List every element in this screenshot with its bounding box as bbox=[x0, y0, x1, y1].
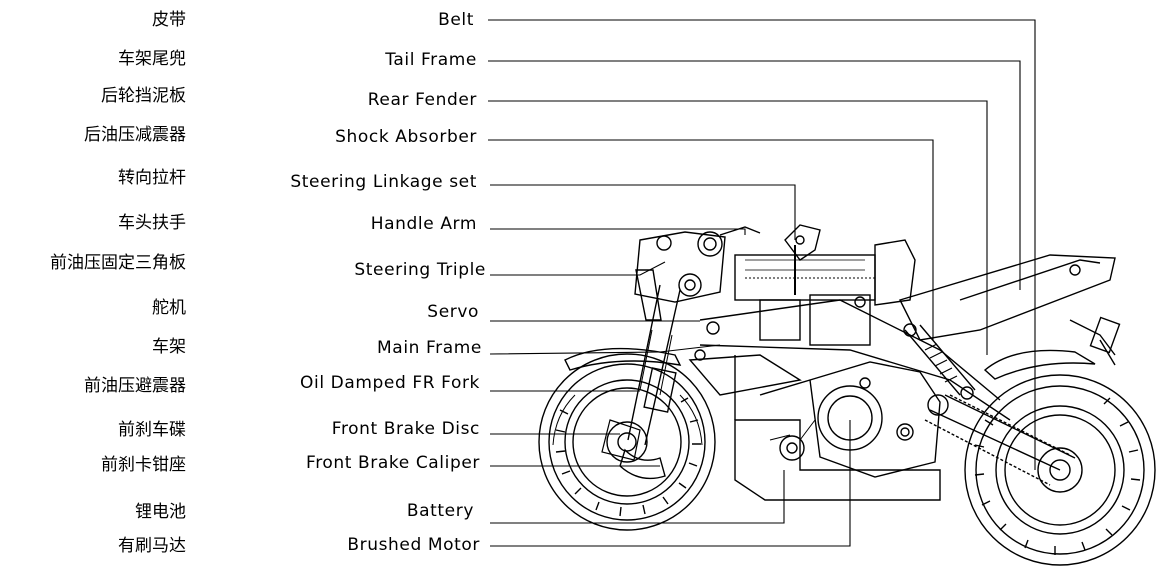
rear-fender bbox=[983, 349, 1096, 380]
leader-line-steering-linkage bbox=[490, 184, 796, 240]
main-frame bbox=[688, 296, 1011, 421]
cn-label-steering-triple: 前油压固定三角板 bbox=[50, 253, 186, 273]
steering-triple bbox=[634, 226, 761, 321]
en-label-main-frame: Main Frame bbox=[377, 338, 482, 358]
en-label-steering-triple: Steering Triple bbox=[354, 260, 486, 280]
cn-label-belt: 皮带 bbox=[152, 10, 186, 30]
cn-label-shock-absorber: 后油压减震器 bbox=[84, 125, 186, 145]
leader-line-handle-arm bbox=[490, 228, 746, 235]
tail-frame bbox=[899, 254, 1121, 366]
rear-wheel bbox=[964, 374, 1156, 566]
steering-linkage bbox=[784, 224, 821, 295]
frame-tube bbox=[734, 355, 811, 420]
motor-cover bbox=[809, 361, 941, 478]
leader-lines bbox=[488, 19, 1036, 547]
cn-label-servo: 舵机 bbox=[152, 298, 186, 318]
cn-label-front-fork: 前油压避震器 bbox=[84, 376, 186, 396]
en-label-steering-linkage: Steering Linkage set bbox=[290, 172, 477, 192]
en-label-front-fork: Oil Damped FR Fork bbox=[300, 373, 480, 393]
leader-line-shock-absorber bbox=[488, 139, 934, 340]
en-label-brake-caliper: Front Brake Caliper bbox=[306, 453, 480, 473]
cn-label-battery: 锂电池 bbox=[135, 502, 186, 522]
swingarm-belt bbox=[924, 394, 1076, 486]
cn-label-tail-frame: 车架尾兜 bbox=[118, 49, 186, 69]
leader-line-tail-frame bbox=[488, 60, 1021, 290]
cn-label-brushed-motor: 有刷马达 bbox=[118, 536, 186, 556]
en-label-brushed-motor: Brushed Motor bbox=[347, 535, 480, 555]
en-label-brake-disc: Front Brake Disc bbox=[331, 419, 480, 439]
shock-absorber bbox=[903, 323, 976, 400]
leader-line-steering-triple bbox=[490, 261, 666, 276]
cn-label-brake-disc: 前刹车碟 bbox=[118, 420, 186, 440]
en-label-rear-fender: Rear Fender bbox=[367, 90, 477, 110]
front-fork bbox=[601, 284, 681, 480]
cn-label-rear-fender: 后轮挡泥板 bbox=[101, 86, 186, 106]
en-label-belt: Belt bbox=[438, 10, 474, 30]
leader-line-brushed-motor bbox=[490, 420, 851, 547]
leader-line-belt bbox=[488, 19, 1036, 470]
servo-area bbox=[734, 239, 916, 346]
leader-line-battery bbox=[490, 470, 785, 524]
en-label-handle-arm: Handle Arm bbox=[370, 214, 477, 234]
cn-label-brake-caliper: 前刹卡钳座 bbox=[101, 455, 186, 475]
leader-line-rear-fender bbox=[488, 100, 988, 355]
en-label-servo: Servo bbox=[427, 302, 479, 322]
battery-box bbox=[734, 419, 941, 501]
front-fender bbox=[564, 347, 682, 371]
cn-label-main-frame: 车架 bbox=[152, 337, 186, 357]
front-wheel bbox=[538, 353, 716, 531]
cn-label-steering-linkage: 转向拉杆 bbox=[118, 168, 186, 188]
cn-label-handle-arm: 车头扶手 bbox=[118, 213, 186, 233]
en-label-tail-frame: Tail Frame bbox=[385, 50, 477, 70]
en-label-shock-absorber: Shock Absorber bbox=[335, 127, 477, 147]
en-label-battery: Battery bbox=[406, 501, 474, 521]
